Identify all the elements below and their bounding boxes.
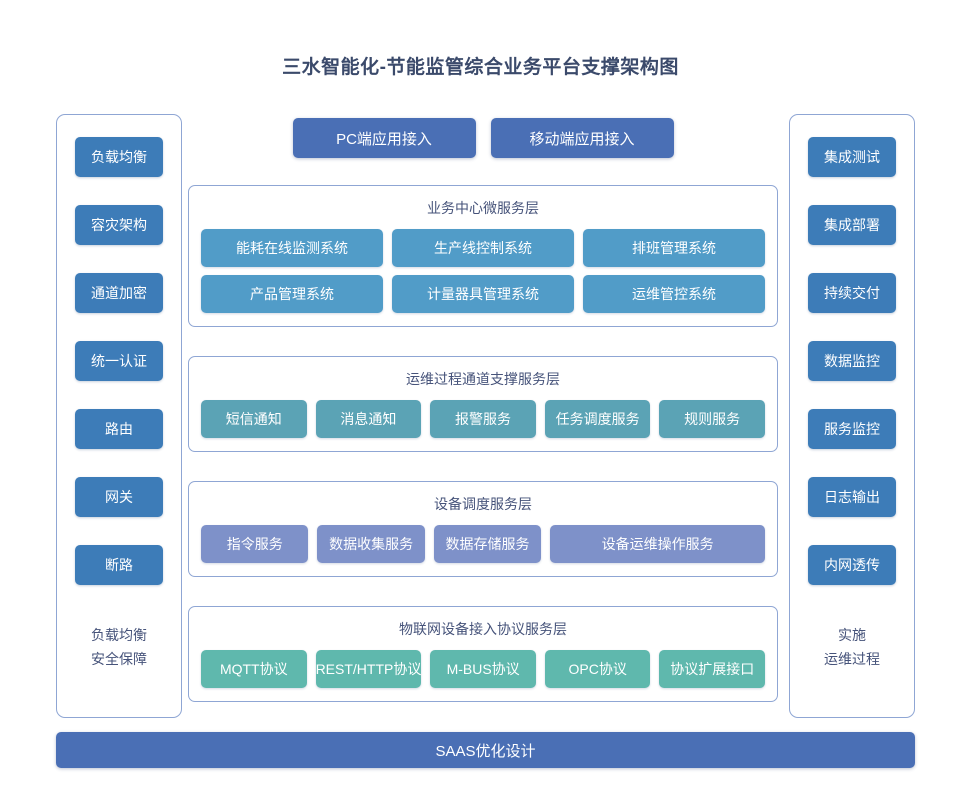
sidebar-item-channel-encryption[interactable]: 通道加密 xyxy=(75,273,163,313)
tile-row: 短信通知 消息通知 报警服务 任务调度服务 规则服务 xyxy=(201,400,765,438)
tile-message-notification[interactable]: 消息通知 xyxy=(315,400,422,438)
tile-task-scheduling-service[interactable]: 任务调度服务 xyxy=(544,400,651,438)
sidebar-item-routing[interactable]: 路由 xyxy=(75,409,163,449)
tile-opc-protocol[interactable]: OPC协议 xyxy=(544,650,651,688)
layer-title: 业务中心微服务层 xyxy=(427,200,539,216)
saas-optimization-bar[interactable]: SAAS优化设计 xyxy=(56,732,915,768)
layer-device-scheduling: 设备调度服务层 指令服务 数据收集服务 数据存储服务 设备运维操作服务 xyxy=(188,481,778,577)
right-footer-line-1: 实施 xyxy=(838,627,866,643)
tile-energy-monitoring[interactable]: 能耗在线监测系统 xyxy=(201,229,383,267)
tile-ops-control[interactable]: 运维管控系统 xyxy=(583,275,765,313)
tile-metering-device-management[interactable]: 计量器具管理系统 xyxy=(392,275,574,313)
page-title: 三水智能化-节能监管综合业务平台支撑架构图 xyxy=(282,57,679,78)
tile-device-ops-operation-service[interactable]: 设备运维操作服务 xyxy=(550,525,766,563)
sidebar-item-continuous-delivery[interactable]: 持续交付 xyxy=(808,273,896,313)
tile-row: 产品管理系统 计量器具管理系统 运维管控系统 xyxy=(201,275,765,313)
tile-alarm-service[interactable]: 报警服务 xyxy=(430,400,536,438)
left-footer-line-2: 安全保障 xyxy=(91,651,147,667)
tile-mbus-protocol[interactable]: M-BUS协议 xyxy=(430,650,536,688)
sidebar-item-integration-test[interactable]: 集成测试 xyxy=(808,137,896,177)
tile-shift-management[interactable]: 排班管理系统 xyxy=(583,229,765,267)
layer-ops-channel-support: 运维过程通道支撑服务层 短信通知 消息通知 报警服务 任务调度服务 规则服务 xyxy=(188,356,778,452)
layer-title: 运维过程通道支撑服务层 xyxy=(406,371,560,387)
tile-production-line-control[interactable]: 生产线控制系统 xyxy=(392,229,574,267)
application-access-row: PC端应用接入 移动端应用接入 xyxy=(188,118,778,158)
sidebar-item-log-output[interactable]: 日志输出 xyxy=(808,477,896,517)
pc-access-button[interactable]: PC端应用接入 xyxy=(292,118,476,158)
tile-command-service[interactable]: 指令服务 xyxy=(201,525,309,563)
sidebar-item-intranet-passthrough[interactable]: 内网透传 xyxy=(808,545,896,585)
sidebar-item-data-monitoring[interactable]: 数据监控 xyxy=(808,341,896,381)
right-column-footer: 实施 运维过程 xyxy=(824,623,880,671)
mobile-access-button[interactable]: 移动端应用接入 xyxy=(490,118,674,158)
sidebar-item-service-monitoring[interactable]: 服务监控 xyxy=(808,409,896,449)
tile-rule-service[interactable]: 规则服务 xyxy=(659,400,765,438)
sidebar-item-circuit-breaker[interactable]: 断路 xyxy=(75,545,163,585)
layer-iot-protocol-access: 物联网设备接入协议服务层 MQTT协议 REST/HTTP协议 M-BUS协议 … xyxy=(188,606,778,702)
tile-data-storage-service[interactable]: 数据存储服务 xyxy=(433,525,542,563)
sidebar-item-integration-deploy[interactable]: 集成部署 xyxy=(808,205,896,245)
tile-row: MQTT协议 REST/HTTP协议 M-BUS协议 OPC协议 协议扩展接口 xyxy=(201,650,766,688)
layer-title: 设备调度服务层 xyxy=(434,496,532,512)
tile-row: 能耗在线监测系统 生产线控制系统 排班管理系统 xyxy=(201,229,765,267)
tile-product-management[interactable]: 产品管理系统 xyxy=(201,275,383,313)
tile-mqtt-protocol[interactable]: MQTT协议 xyxy=(201,650,307,688)
layer-business-microservices: 业务中心微服务层 能耗在线监测系统 生产线控制系统 排班管理系统 产品管理系统 … xyxy=(188,185,778,327)
right-support-column: 集成测试 集成部署 持续交付 数据监控 服务监控 日志输出 内网透传 实施 运维… xyxy=(789,114,915,718)
layer-title: 物联网设备接入协议服务层 xyxy=(399,621,567,637)
sidebar-item-unified-auth[interactable]: 统一认证 xyxy=(75,341,163,381)
tile-protocol-extension-interface[interactable]: 协议扩展接口 xyxy=(659,650,766,688)
left-column-footer: 负载均衡 安全保障 xyxy=(91,623,147,671)
right-footer-line-2: 运维过程 xyxy=(824,651,880,667)
sidebar-item-load-balance[interactable]: 负载均衡 xyxy=(75,137,163,177)
sidebar-item-disaster-recovery[interactable]: 容灾架构 xyxy=(75,205,163,245)
sidebar-item-gateway[interactable]: 网关 xyxy=(75,477,163,517)
tile-sms-notification[interactable]: 短信通知 xyxy=(201,400,307,438)
tile-row: 指令服务 数据收集服务 数据存储服务 设备运维操作服务 xyxy=(201,525,766,563)
left-support-column: 负载均衡 容灾架构 通道加密 统一认证 路由 网关 断路 负载均衡 安全保障 xyxy=(56,114,182,718)
tile-rest-http-protocol[interactable]: REST/HTTP协议 xyxy=(315,650,422,688)
tile-data-collection-service[interactable]: 数据收集服务 xyxy=(317,525,425,563)
left-footer-line-1: 负载均衡 xyxy=(91,627,147,643)
